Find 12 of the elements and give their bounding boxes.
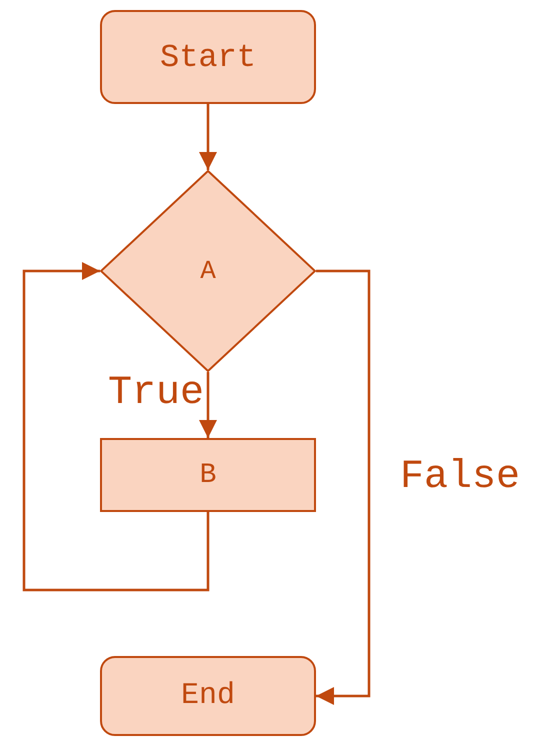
node-label: Start: [160, 38, 256, 76]
arrow: [22, 262, 210, 592]
node-label: B: [200, 460, 216, 490]
arrow: [316, 270, 370, 705]
arrow: [199, 372, 217, 438]
end-terminal: [100, 656, 316, 736]
start-terminal: [100, 10, 316, 104]
node-label: End: [180, 679, 235, 713]
decision-diamond: [100, 170, 316, 372]
process-box: [100, 438, 316, 512]
arrow: [199, 104, 217, 170]
node-label: A: [200, 256, 216, 286]
